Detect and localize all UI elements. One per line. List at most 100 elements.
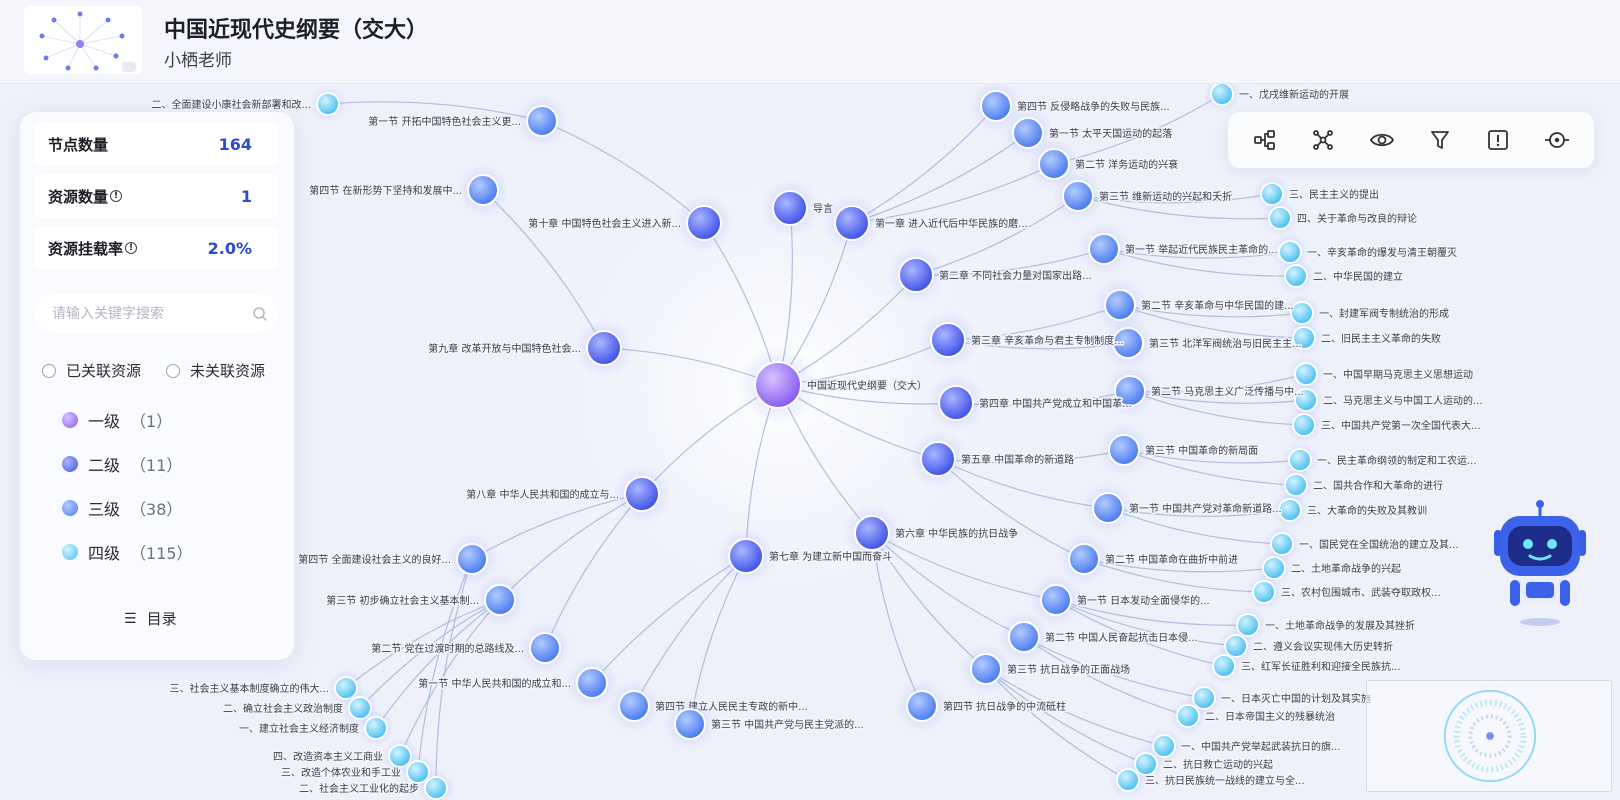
node-circle[interactable] <box>456 543 488 575</box>
node-circle[interactable] <box>674 708 706 740</box>
level2-node[interactable]: 第三章 辛亥革命与君主专制制度... <box>919 311 1125 369</box>
level3-node[interactable]: 第三节 抗日战争的正面战场 <box>960 643 1132 695</box>
search-input[interactable] <box>34 294 278 334</box>
level2-node[interactable]: 第六章 中华民族的抗日战争 <box>843 504 1020 562</box>
node-circle[interactable] <box>576 667 608 699</box>
level3-node[interactable]: 第一节 中国共产党对革命新道路... <box>1082 482 1283 534</box>
node-circle[interactable] <box>1012 117 1044 149</box>
level3-node[interactable]: 第三节 维新运动的兴起和夭折 <box>1052 170 1234 222</box>
node-circle[interactable] <box>920 441 956 477</box>
level2-node[interactable]: 第五章 中国革命的新道路 <box>909 430 1076 488</box>
level2-node[interactable]: 第九章 改革开放与中国特色社会... <box>427 319 633 377</box>
minimap[interactable] <box>1366 680 1612 792</box>
node-circle[interactable] <box>1112 327 1144 359</box>
filter-linked-resources[interactable]: 已关联资源 <box>42 360 141 381</box>
node-circle[interactable] <box>686 205 722 241</box>
level3-node[interactable]: 第三节 初步确立社会主义基本制... <box>325 574 526 626</box>
level3-node[interactable]: 第二节 洋务运动的兴衰 <box>1028 138 1180 190</box>
node-circle[interactable] <box>484 584 516 616</box>
level2-node[interactable]: 第十章 中国特色社会主义进入新... <box>527 194 733 252</box>
level4-node[interactable]: 三、中国共产党第一次全国代表大... <box>1285 406 1482 444</box>
node-circle[interactable] <box>1292 413 1316 437</box>
legend-level-4[interactable]: 四级 （115） <box>62 540 193 564</box>
level3-node[interactable]: 第一节 太平天国运动的起落 <box>1002 107 1174 159</box>
level4-node[interactable]: 一、建立社会主义经济制度 <box>238 709 395 747</box>
node-circle[interactable] <box>1092 492 1124 524</box>
assistant-robot-icon[interactable] <box>1492 500 1588 630</box>
level4-node[interactable]: 一、日本灭亡中国的计划及其实施 <box>1185 679 1373 717</box>
legend-level-3[interactable]: 三级 （38） <box>62 496 182 520</box>
level4-node[interactable]: 二、全面建设小康社会新部署和改... <box>150 85 347 123</box>
level3-node[interactable]: 第二节 辛亥革命与中华民国的建... <box>1094 279 1295 331</box>
tree-layout-button[interactable] <box>1248 123 1282 157</box>
level4-node[interactable]: 一、辛亥革命的爆发与清王朝覆灭 <box>1271 233 1459 271</box>
level2-node[interactable]: 第二章 不同社会力量对国家出路... <box>887 246 1093 304</box>
level3-node[interactable]: 第二节 中国革命在曲折中前进 <box>1058 533 1240 585</box>
level2-node[interactable]: 第八章 中华人民共和国的成立与... <box>465 465 671 523</box>
node-circle[interactable] <box>624 476 660 512</box>
node-circle[interactable] <box>1252 580 1276 604</box>
level3-node[interactable]: 第四节 抗日战争的中流砥柱 <box>896 680 1068 732</box>
node-circle[interactable] <box>1176 704 1200 728</box>
level4-node[interactable]: 一、戊戌维新运动的开展 <box>1203 75 1351 113</box>
level4-node[interactable]: 二、旧民主主义革命的失败 <box>1285 319 1443 357</box>
level4-node[interactable]: 一、封建军阀专制统治的形成 <box>1283 294 1451 332</box>
node-circle[interactable] <box>1268 206 1292 230</box>
level4-node[interactable]: 三、社会主义基本制度确立的伟大... <box>168 669 365 707</box>
node-circle[interactable] <box>529 632 561 664</box>
level3-node[interactable]: 第三节 中国共产党与民主党派的... <box>664 698 865 750</box>
node-circle[interactable] <box>1278 498 1302 522</box>
filter-button[interactable] <box>1423 123 1457 157</box>
level3-node[interactable]: 第一节 举起近代民族民主革命的... <box>1078 223 1279 275</box>
legend-level-1[interactable]: 一级 （1） <box>62 408 172 432</box>
radio-icon[interactable] <box>42 363 56 378</box>
level4-node[interactable]: 三、农村包围城市、武装夺取政权... <box>1245 573 1442 611</box>
node-circle[interactable] <box>1040 584 1072 616</box>
legend-level-2[interactable]: 二级 （11） <box>62 452 182 476</box>
node-circle[interactable] <box>1292 326 1316 350</box>
level2-node[interactable]: 第四章 中国共产党成立和中国革... <box>927 374 1133 432</box>
focus-button[interactable] <box>1540 123 1574 157</box>
level4-node[interactable]: 二、日本帝国主义的残暴统治 <box>1169 697 1337 735</box>
node-circle[interactable] <box>1008 621 1040 653</box>
level4-node[interactable]: 一、国民党在全国统治的建立及其... <box>1263 525 1460 563</box>
node-circle[interactable] <box>1088 233 1120 265</box>
node-circle[interactable] <box>1210 82 1234 106</box>
network-layout-button[interactable] <box>1306 123 1340 157</box>
level3-node[interactable]: 第一节 开拓中国特色社会主义更... <box>367 95 568 147</box>
node-circle[interactable] <box>980 90 1012 122</box>
node-circle[interactable] <box>930 322 966 358</box>
level4-node[interactable]: 一、土地革命战争的发展及其挫折 <box>1229 606 1417 644</box>
level4-node[interactable]: 三、大革命的失败及其教训 <box>1271 491 1429 529</box>
node-circle[interactable] <box>1062 180 1094 212</box>
level3-node[interactable]: 第四节 反侵略战争的失败与民族... <box>970 80 1171 132</box>
level4-node[interactable]: 一、民主革命纲领的制定和工农运... <box>1281 441 1478 479</box>
level3-node[interactable]: 第一节 中华人民共和国的成立和... <box>417 657 618 709</box>
level4-node[interactable]: 四、关于革命与改良的辩论 <box>1261 199 1419 237</box>
node-circle[interactable] <box>618 690 650 722</box>
node-circle[interactable] <box>938 385 974 421</box>
level3-node[interactable]: 第三节 北洋军阀统治与旧民主主... <box>1102 317 1303 369</box>
level2-node[interactable]: 导言 <box>761 179 835 237</box>
level3-node[interactable]: 第二节 中国人民奋起抗击日本侵... <box>998 611 1199 663</box>
node-circle[interactable] <box>1104 289 1136 321</box>
level4-node[interactable]: 二、土地革命战争的兴起 <box>1255 549 1403 587</box>
graph-thumbnail[interactable] <box>24 6 142 74</box>
filter-unlinked-resources[interactable]: 未关联资源 <box>166 360 265 381</box>
node-circle[interactable] <box>970 653 1002 685</box>
node-circle[interactable] <box>834 205 870 241</box>
radio-icon[interactable] <box>166 363 180 378</box>
level4-node[interactable]: 一、中国早期马克思主义思想运动 <box>1287 355 1475 393</box>
level4-node[interactable]: 二、遵义会议实现伟大历史转折 <box>1217 627 1395 665</box>
node-circle[interactable] <box>316 92 340 116</box>
level3-node[interactable]: 第四节 在新形势下坚持和发展中... <box>308 164 509 216</box>
level3-node[interactable]: 第二节 党在过渡时期的总路线及... <box>370 622 571 674</box>
node-circle[interactable] <box>906 690 938 722</box>
level4-node[interactable]: 二、社会主义工业化的起步 <box>298 769 455 800</box>
root-node[interactable]: 中国近现代史纲要（交大） <box>738 345 929 425</box>
node-circle[interactable] <box>1116 768 1140 792</box>
level3-node[interactable]: 第二节 马克思主义广泛传播与中... <box>1104 365 1305 417</box>
level2-node[interactable]: 第七章 为建立新中国而奋斗 <box>717 527 894 585</box>
level2-node[interactable]: 第一章 进入近代后中华民族的磨... <box>823 194 1029 252</box>
